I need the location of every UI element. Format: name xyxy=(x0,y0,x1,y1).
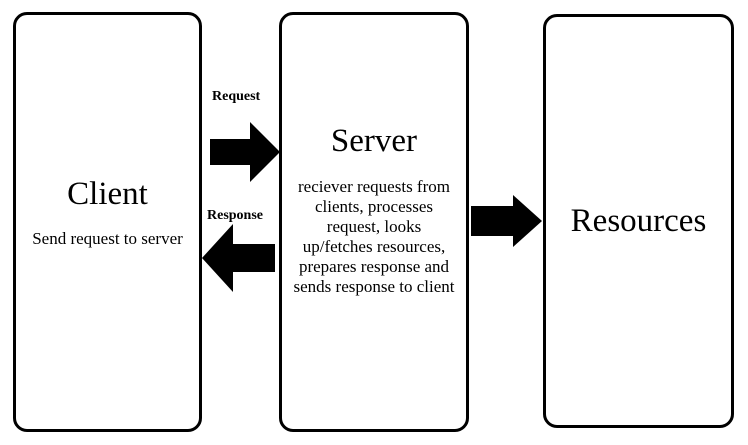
request-arrow-icon xyxy=(210,122,280,182)
response-label: Response xyxy=(207,208,264,223)
server-description: reciever requests from clients, processe… xyxy=(293,177,455,296)
resources-box: Resources xyxy=(543,14,734,428)
server-title: Server xyxy=(330,123,418,159)
response-arrow-icon xyxy=(202,224,275,292)
resources-arrow-icon xyxy=(471,195,542,247)
request-label: Request xyxy=(212,89,261,104)
resources-title: Resources xyxy=(570,203,707,239)
server-box: Server reciever requests from clients, p… xyxy=(279,12,469,432)
client-description: Send request to server xyxy=(32,229,183,248)
client-box: Client Send request to server xyxy=(13,12,202,432)
client-title: Client xyxy=(67,176,148,212)
